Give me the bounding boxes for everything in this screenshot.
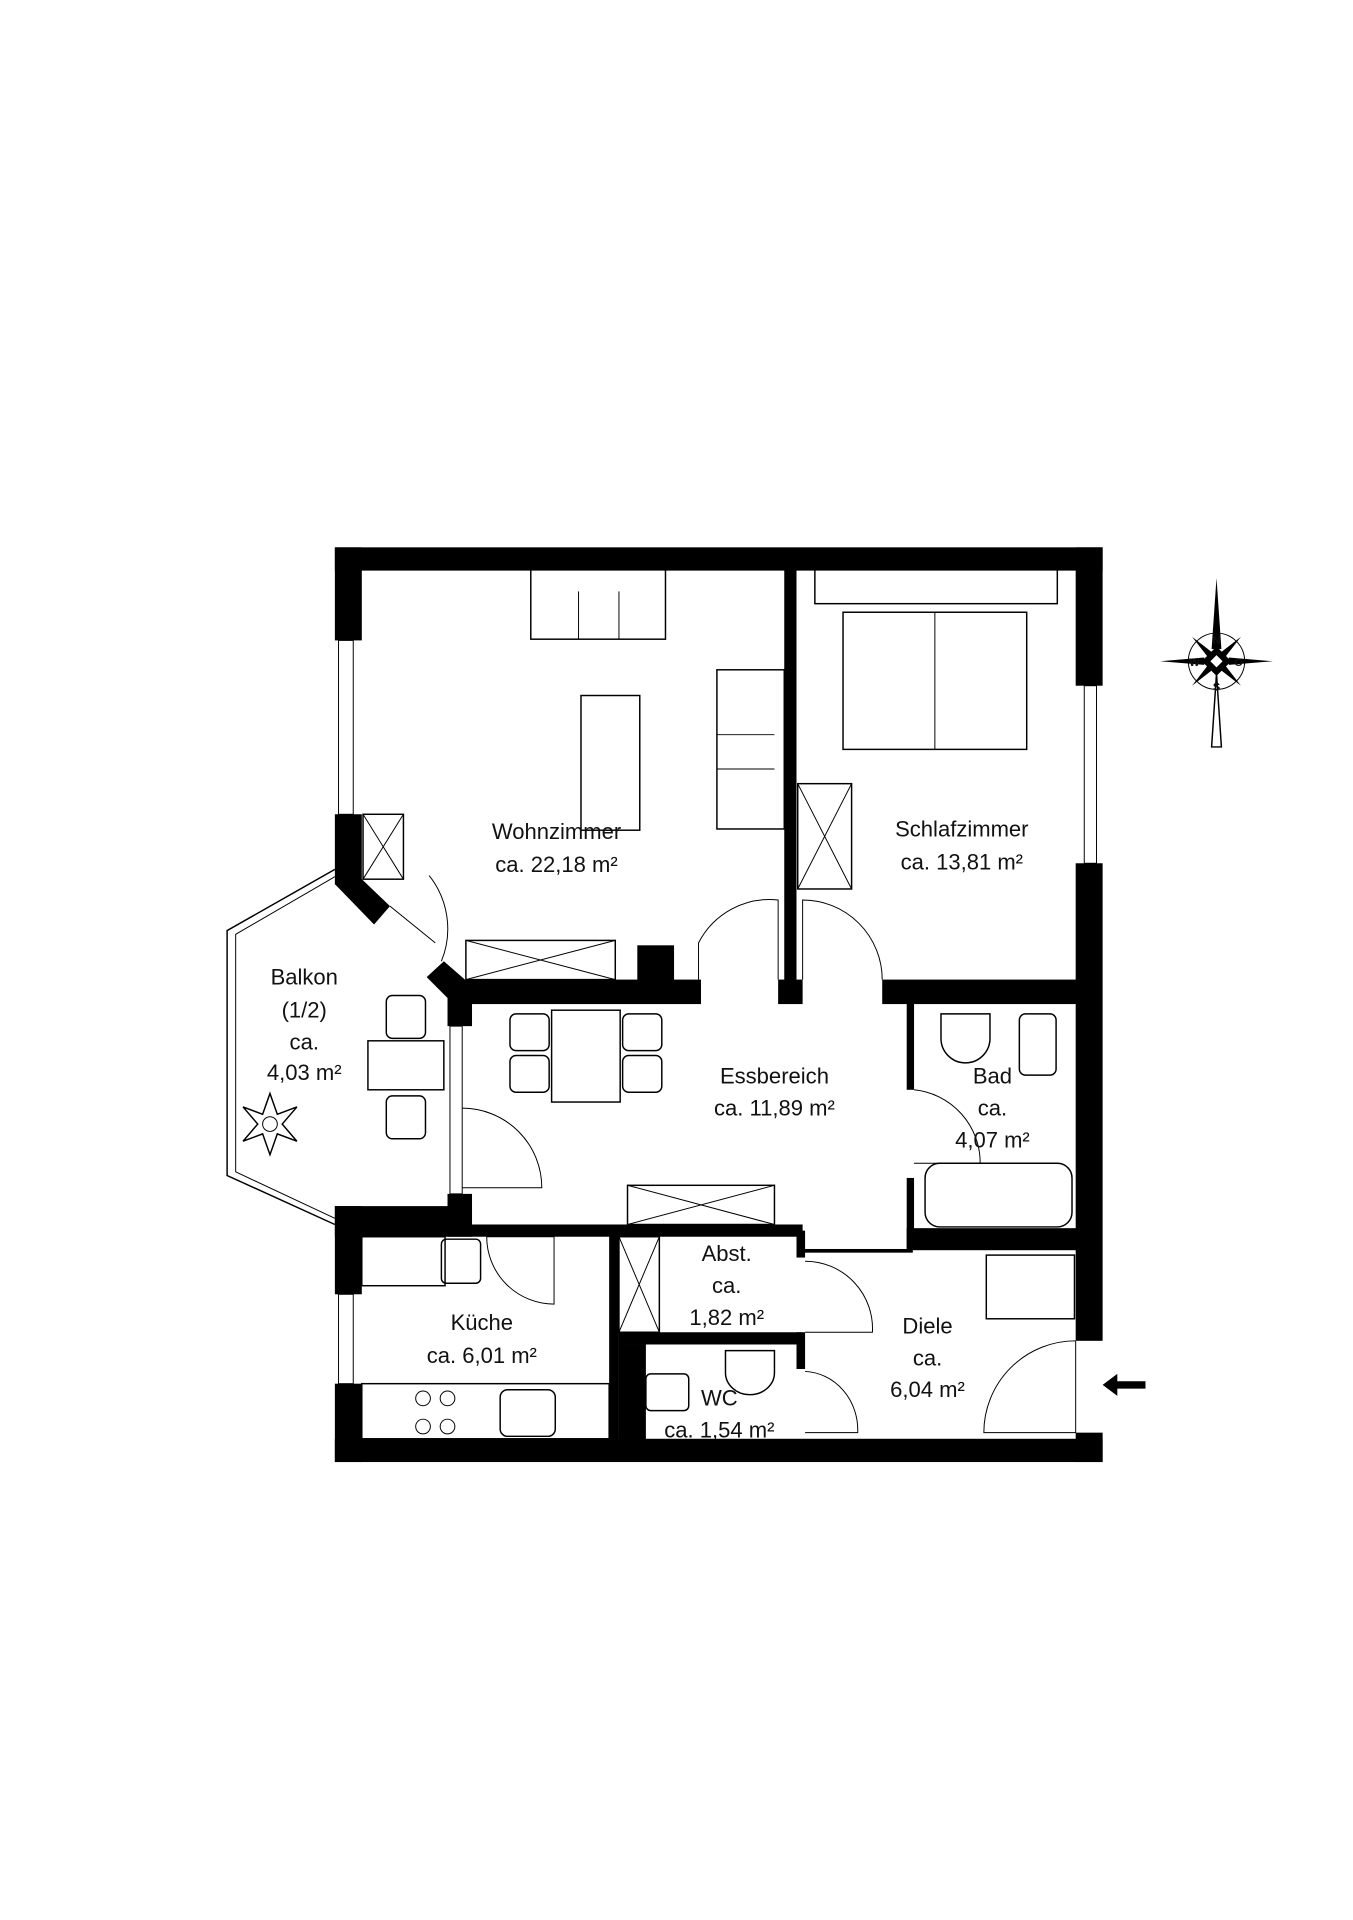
- windows: [338, 639, 1097, 1385]
- furniture: [361, 568, 1076, 1440]
- room-area-balkon: 4,03 m²: [267, 1060, 342, 1085]
- doors[interactable]: [389, 875, 1077, 1434]
- room-name-abst: Abst.: [702, 1241, 752, 1266]
- compass-n: N: [1213, 635, 1221, 647]
- room-area-essbereich: ca. 11,89 m²: [714, 1096, 835, 1121]
- room-area-wc: ca. 1,54 m²: [664, 1418, 774, 1443]
- room-area-prefix-abst: ca.: [712, 1273, 741, 1298]
- compass-o: O: [1234, 657, 1243, 669]
- walls: [334, 547, 1103, 1463]
- room-area-bad: 4,07 m²: [955, 1127, 1030, 1152]
- arrow-left-icon: [1102, 1373, 1146, 1396]
- room-name-wohnzimmer: Wohnzimmer: [492, 819, 621, 844]
- room-area-prefix-balkon: ca.: [290, 1029, 319, 1054]
- plant-icon: [242, 1091, 298, 1157]
- room-area-wohnzimmer: ca. 22,18 m²: [495, 852, 617, 877]
- room-area-kueche: ca. 6,01 m²: [427, 1343, 537, 1368]
- room-name-balkon: Balkon: [271, 964, 338, 989]
- room-name-essbereich: Essbereich: [720, 1064, 829, 1089]
- room-area-prefix-diele: ca.: [913, 1345, 942, 1370]
- room-area-schlafzimmer: ca. 13,81 m²: [901, 849, 1023, 874]
- room-name-wc: WC: [701, 1386, 738, 1411]
- room-name-diele: Diele: [902, 1313, 952, 1338]
- room-labels: Wohnzimmer ca. 22,18 m² Schlafzimmer ca.…: [267, 816, 1030, 1442]
- compass-rose-icon: N S W O: [1160, 577, 1273, 748]
- room-name-schlafzimmer: Schlafzimmer: [895, 816, 1028, 841]
- room-area-prefix-bad: ca.: [978, 1096, 1007, 1121]
- room-name-bad: Bad: [973, 1064, 1012, 1089]
- room-area-abst: 1,82 m²: [689, 1305, 764, 1330]
- room-area-diele: 6,04 m²: [890, 1377, 965, 1402]
- compass-s: S: [1213, 682, 1220, 694]
- room-name-kueche: Küche: [451, 1310, 513, 1335]
- balcony-outline: [226, 868, 336, 1226]
- room-note-balkon: (1/2): [282, 998, 327, 1023]
- compass-w: W: [1189, 657, 1200, 669]
